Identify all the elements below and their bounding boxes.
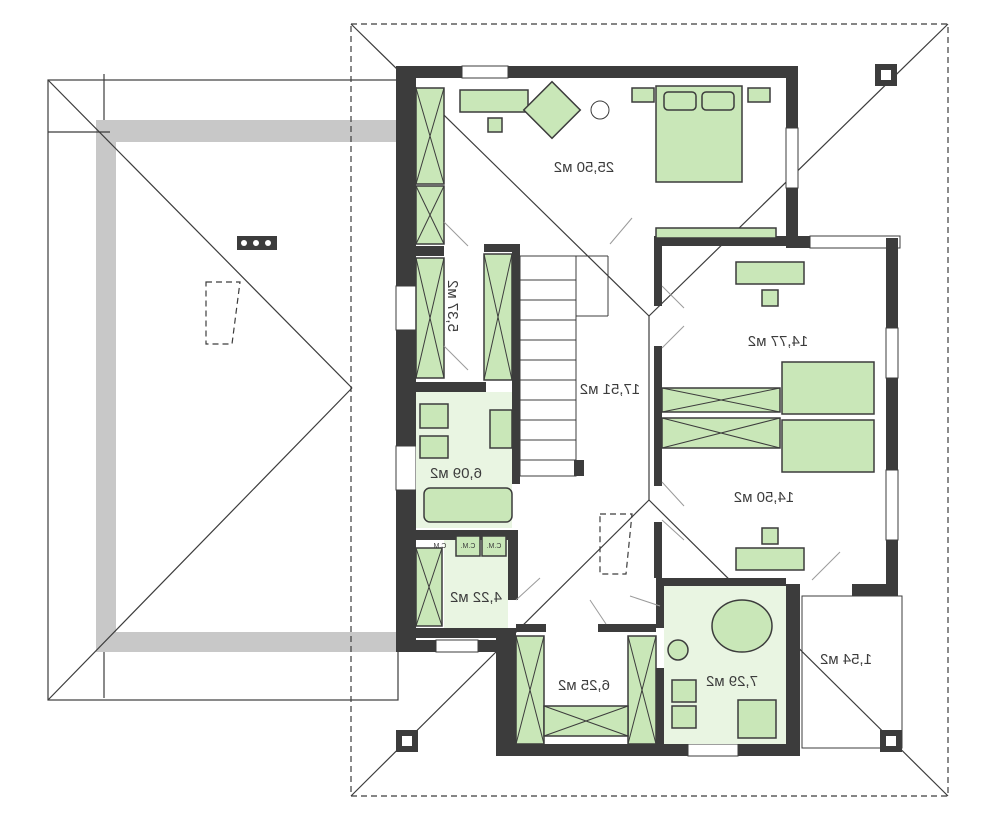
room-area-label: 14,77 м2 — [748, 333, 808, 350]
room-area-label: 1,54 м2 — [820, 651, 872, 668]
windows — [395, 65, 903, 757]
room-area-label: 5,37 м2 — [444, 280, 461, 332]
area-labels: 25,50 м2 5,37 м2 17,51 м2 14,77 м2 6,09 … — [430, 159, 872, 694]
doors — [443, 217, 841, 625]
room-area-label: 17,51 м2 — [580, 381, 640, 398]
appliance-label: С.М. — [461, 543, 476, 550]
room-area-label: 7,29 м2 — [706, 673, 758, 690]
staircase — [519, 255, 633, 575]
room-area-label: 14,50 м2 — [734, 489, 794, 506]
furniture — [415, 80, 875, 745]
appliance-label: С.М. — [487, 543, 502, 550]
walls — [396, 66, 898, 756]
room-area-label: 4,22 м2 — [450, 589, 502, 606]
garage-roof — [47, 74, 399, 701]
room-area-label: 6,25 м2 — [558, 677, 610, 694]
room-area-label: 25,50 м2 — [554, 159, 614, 176]
appliance-label: С.М — [433, 543, 446, 550]
roof-window — [205, 281, 241, 345]
room-area-label: 6,09 м2 — [430, 465, 482, 482]
